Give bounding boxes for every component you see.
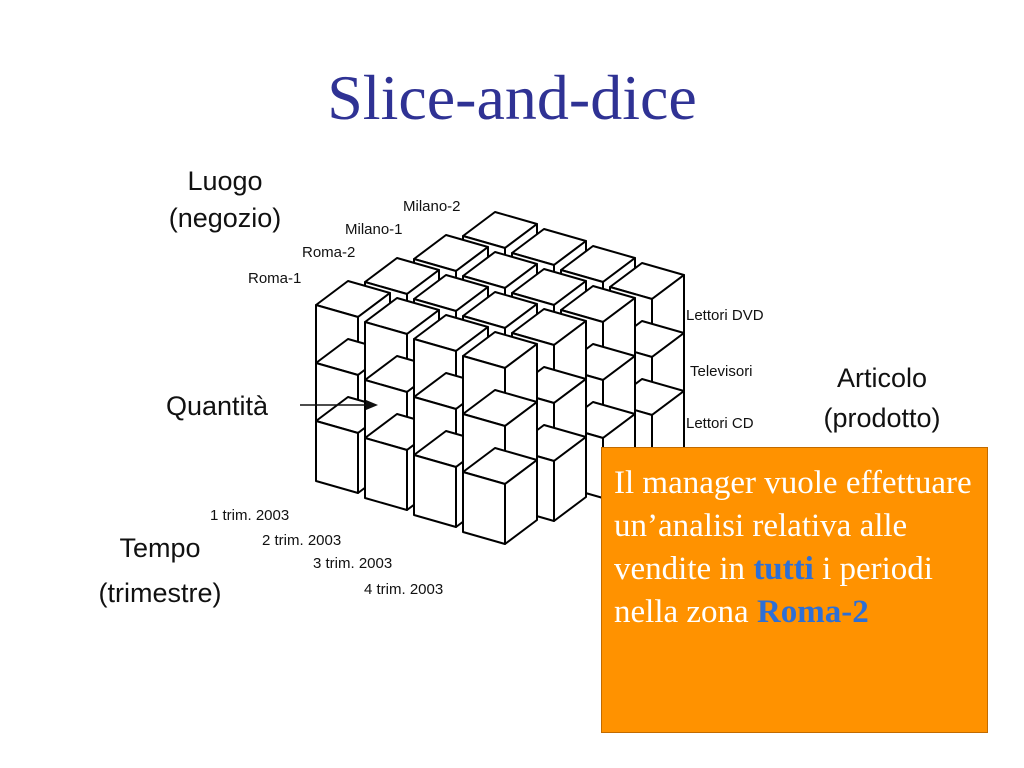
product-member-televisori: Televisori xyxy=(690,363,753,380)
product-member-lettori-cd: Lettori CD xyxy=(686,415,754,432)
store-member-roma-1: Roma-1 xyxy=(248,270,301,287)
time-member-q3: 3 trim. 2003 xyxy=(313,555,392,572)
store-axis-title: Luogo xyxy=(187,166,262,196)
time-member-q2: 2 trim. 2003 xyxy=(262,532,341,549)
store-axis-subtitle: (negozio) xyxy=(169,203,282,233)
time-member-q1: 1 trim. 2003 xyxy=(210,507,289,524)
product-axis-subtitle: (prodotto) xyxy=(823,403,940,433)
slide-title: Slice-and-dice xyxy=(327,62,697,133)
callout-text-1: Il manager vuole effettuare un’analisi r… xyxy=(614,465,972,587)
product-member-lettori-dvd: Lettori DVD xyxy=(686,307,764,324)
store-member-milano-1: Milano-1 xyxy=(345,221,403,238)
callout-highlight-all: tutti xyxy=(753,551,814,587)
measure-label: Quantità xyxy=(166,391,269,421)
store-member-roma-2: Roma-2 xyxy=(302,244,355,261)
time-axis-title: Tempo xyxy=(119,533,200,563)
time-member-q4: 4 trim. 2003 xyxy=(364,581,443,598)
analysis-callout: Il manager vuole effettuare un’analisi r… xyxy=(601,447,988,733)
callout-highlight-roma-2: Roma-2 xyxy=(756,594,869,630)
product-axis-title: Articolo xyxy=(837,363,927,393)
callout-text-2: i periodi nella zona xyxy=(614,551,933,630)
store-member-milano-2: Milano-2 xyxy=(403,198,461,215)
time-axis-subtitle: (trimestre) xyxy=(99,578,222,608)
measure-arrow-icon xyxy=(300,400,378,410)
